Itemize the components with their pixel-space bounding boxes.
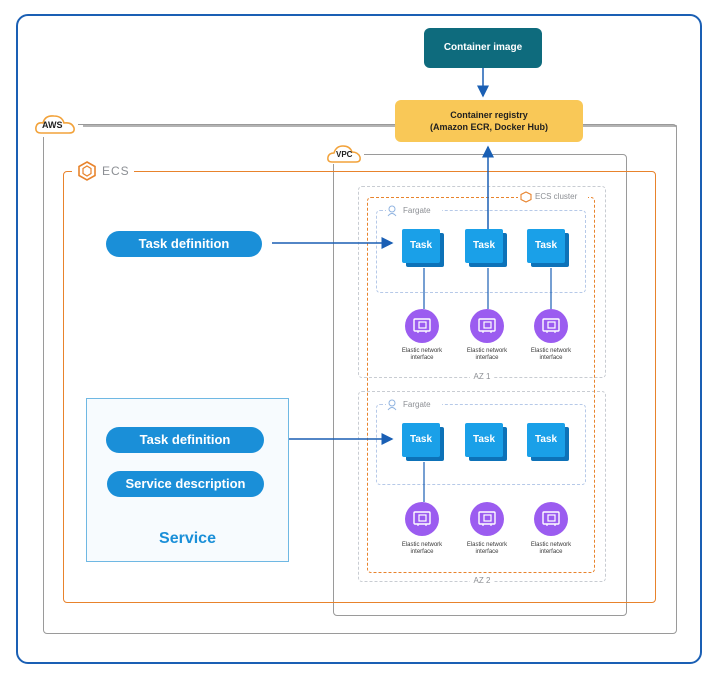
fargate-label-2: Fargate [403, 400, 431, 409]
az2-label: AZ 2 [470, 576, 494, 585]
ecs-cluster-label: ECS cluster [535, 192, 578, 201]
ecs-cluster-icon [520, 191, 532, 203]
network-interface-icon [470, 502, 504, 536]
ecs-label: ECS [102, 164, 130, 178]
vpc-cloud-icon [327, 145, 361, 163]
task-definition-pill-2: Task definition [106, 427, 264, 453]
fargate-boundary-1 [376, 210, 586, 293]
container-registry-node: Container registry (Amazon ECR, Docker H… [395, 100, 583, 142]
ecs-hexagon-icon [78, 161, 96, 181]
eni-label-line2: interface [539, 355, 563, 361]
eni-label-line2: interface [475, 549, 499, 555]
container-image-node: Container image [424, 28, 542, 68]
fargate-boundary-2 [376, 404, 586, 485]
eni-label-line1: Elastic network [401, 348, 443, 354]
task-definition-pill-1: Task definition [106, 231, 262, 257]
aws-badge: AWS [34, 111, 78, 137]
eni-label-line1: Elastic network [401, 542, 443, 548]
fargate-badge-2: Fargate [386, 399, 442, 411]
outer-frame [16, 14, 702, 664]
ecs-boundary [63, 171, 656, 603]
network-interface-icon [534, 502, 568, 536]
service-description-pill: Service description [107, 471, 264, 497]
eni-label-line2: interface [475, 355, 499, 361]
task-node: Task [465, 423, 503, 457]
eni-label-line2: interface [410, 549, 434, 555]
task-node: Task [402, 229, 440, 263]
vpc-boundary [333, 154, 627, 616]
ecs-cluster-badge: ECS cluster [518, 191, 588, 203]
eni-label-line2: interface [539, 549, 563, 555]
registry-title: Container registry [450, 110, 528, 120]
vpc-badge: VPC [326, 142, 364, 164]
ecs-badge: ECS [72, 160, 134, 182]
fargate-badge-1: Fargate [386, 205, 442, 217]
fargate-label-1: Fargate [403, 206, 431, 215]
task-node: Task [527, 229, 565, 263]
eni-label-line1: Elastic network [530, 348, 572, 354]
eni-label-line2: interface [410, 355, 434, 361]
task-node: Task [465, 229, 503, 263]
eni-label-line1: Elastic network [530, 542, 572, 548]
network-interface-icon [534, 309, 568, 343]
aws-boundary [43, 124, 677, 634]
task-node: Task [527, 423, 565, 457]
aws-label: AWS [42, 120, 63, 130]
vpc-label: VPC [336, 150, 353, 159]
network-interface-icon [470, 309, 504, 343]
eni-label-line1: Elastic network [466, 542, 508, 548]
eni-label-line1: Elastic network [466, 348, 508, 354]
az1-label: AZ 1 [470, 372, 494, 381]
task-node: Task [402, 423, 440, 457]
fargate-icon [387, 205, 397, 217]
fargate-icon [387, 399, 397, 411]
network-interface-icon [405, 502, 439, 536]
aws-cloud-icon [35, 115, 75, 134]
service-title: Service [159, 530, 216, 547]
ecs-cluster-boundary [367, 197, 595, 573]
network-interface-icon [405, 309, 439, 343]
registry-subtitle: (Amazon ECR, Docker Hub) [429, 122, 548, 132]
